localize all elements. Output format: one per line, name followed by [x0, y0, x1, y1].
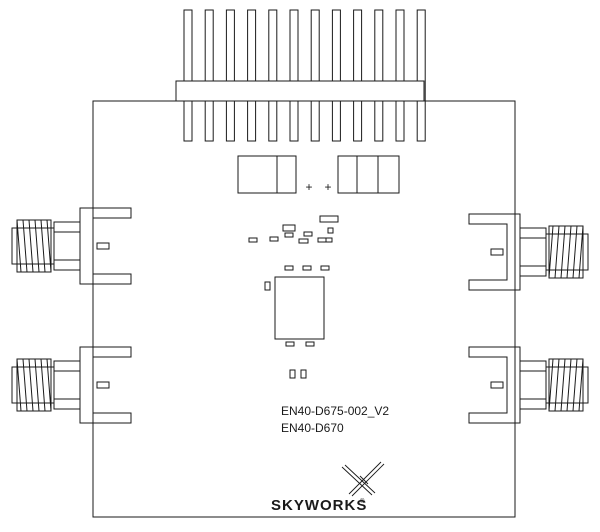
polarity-mark-2: + — [324, 180, 331, 194]
header-pin — [331, 9, 341, 142]
header-pin — [353, 9, 363, 142]
header-pin — [204, 9, 214, 142]
pcb-outline — [92, 100, 516, 518]
polarity-mark-1: + — [305, 180, 312, 194]
header-pin — [268, 9, 278, 142]
header-pin — [247, 9, 257, 142]
header-pin — [395, 9, 405, 142]
smd-components — [248, 215, 339, 379]
pin-header-body — [175, 80, 425, 102]
sma-connectors — [11, 207, 589, 424]
header-pin — [310, 9, 320, 142]
sma-connector-icon — [468, 346, 589, 424]
part-number-label: EN40-D675-002_V2 — [281, 404, 389, 418]
assembly-label: EN40-D670 — [281, 421, 344, 435]
jumper-block-right — [337, 155, 400, 194]
skyworks-x-logo-icon — [341, 461, 385, 497]
jumper-block-left — [237, 155, 297, 194]
header-pin — [289, 9, 299, 142]
sma-connector-icon — [468, 213, 589, 291]
logo-trademark: ® — [360, 498, 365, 505]
header-pin — [225, 9, 235, 142]
header-pin — [183, 9, 193, 142]
header-pin — [374, 9, 384, 142]
pin-header-icon — [175, 9, 426, 142]
header-pin — [416, 9, 426, 142]
sma-connector-icon — [11, 207, 132, 285]
logo-wordmark: SKYWORKS — [271, 497, 367, 514]
main-ic — [274, 276, 325, 340]
header-pins — [183, 9, 426, 142]
sma-connector-icon — [11, 346, 132, 424]
